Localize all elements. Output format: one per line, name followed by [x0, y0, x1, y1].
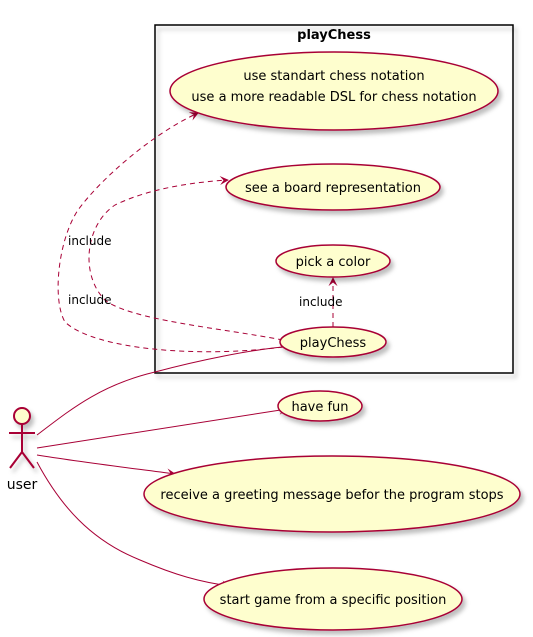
usecase-start-game: start game from a specific position [203, 567, 463, 631]
usecase-notation: use standart chess notation use a more r… [169, 51, 499, 131]
usecase-greeting-label: receive a greeting message befor the pro… [160, 488, 503, 503]
usecase-pick-color: pick a color [275, 244, 391, 278]
edge-include-notation [57, 112, 284, 353]
package-playchess: playChess [154, 24, 514, 374]
include-label-pick-color: include [299, 295, 342, 309]
edge-user-start-game [36, 461, 231, 590]
package-title: playChess [297, 28, 371, 43]
usecase-board-label: see a board representation [245, 181, 421, 196]
include-edges: include include include [57, 112, 342, 353]
usecase-pick-color-label: pick a color [296, 255, 371, 270]
usecase-greeting: receive a greeting message befor the pro… [143, 455, 521, 533]
usecase-board: see a board representation [225, 163, 441, 211]
edge-user-greeting [36, 454, 176, 478]
include-label-notation: include [68, 234, 111, 248]
edge-user-have-fun [36, 405, 288, 449]
usecase-playchess-label: playChess [300, 336, 367, 351]
usecase-start-game-label: start game from a specific position [220, 593, 447, 608]
stick-figure-icon [9, 407, 35, 469]
usecase-notation-line2: use a more readable DSL for chess notati… [191, 90, 476, 105]
usecase-notation-line1: use standart chess notation [243, 69, 424, 84]
actor-user: user [7, 407, 38, 493]
include-label-board: include [68, 293, 111, 307]
edge-include-board [88, 175, 284, 341]
usecase-have-fun-label: have fun [291, 400, 348, 415]
edge-user-playchess [36, 346, 284, 436]
usecase-have-fun: have fun [277, 390, 363, 422]
association-edges [36, 346, 288, 590]
actor-label: user [7, 477, 38, 493]
usecase-playchess: playChess [279, 326, 387, 358]
